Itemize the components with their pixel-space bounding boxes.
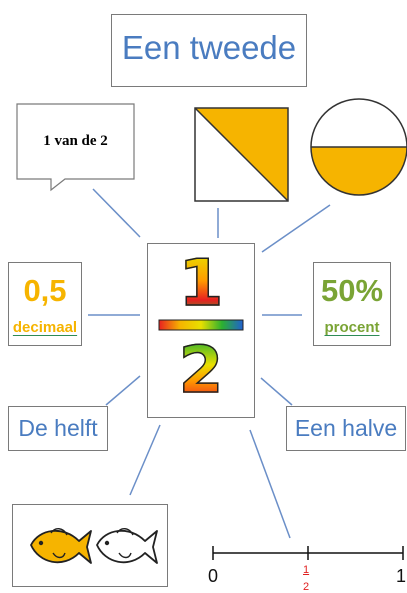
number-line-half-denominator: 2 xyxy=(303,581,310,593)
number-line-half-numerator: 1 xyxy=(303,564,310,576)
percent-value: 50% xyxy=(320,273,384,308)
halve-box: Een halve xyxy=(286,406,406,451)
speech-bubble xyxy=(16,103,135,192)
decimal-box: 0,5 decimaal xyxy=(8,262,82,346)
connector-circle xyxy=(261,204,331,253)
connector-numberline xyxy=(249,429,291,539)
half-circle-icon xyxy=(310,98,407,196)
word-helft: De helft xyxy=(18,415,98,441)
number-line xyxy=(212,546,404,560)
number-line-one: 1 xyxy=(396,566,407,586)
bubble-text: 1 van de 2 xyxy=(43,133,108,149)
connector-fish xyxy=(129,424,161,496)
fish-box xyxy=(12,504,168,587)
fraction-denominator: 2 xyxy=(148,338,254,404)
percent-box: 50% procent xyxy=(313,262,391,346)
fraction-box: 1 2 xyxy=(147,243,255,418)
page-title: Een tweede xyxy=(121,29,297,66)
connector-helft xyxy=(105,375,141,406)
title-box: Een tweede xyxy=(111,14,307,87)
word-halve: Een halve xyxy=(294,415,398,441)
decimal-label: decimaal xyxy=(12,319,78,336)
connector-bubble xyxy=(92,188,141,238)
fraction-numerator: 1 xyxy=(148,251,254,317)
fish-graphic xyxy=(30,528,158,564)
fraction-graphic xyxy=(158,319,244,331)
helft-box: De helft xyxy=(8,406,108,451)
number-line-zero: 0 xyxy=(208,566,219,586)
percent-label: procent xyxy=(324,319,380,336)
white-fish-icon xyxy=(96,528,158,564)
yellow-fish-icon xyxy=(30,528,92,564)
half-square-icon xyxy=(194,107,289,202)
connector-halve xyxy=(260,377,293,406)
decimal-value: 0,5 xyxy=(23,273,67,308)
